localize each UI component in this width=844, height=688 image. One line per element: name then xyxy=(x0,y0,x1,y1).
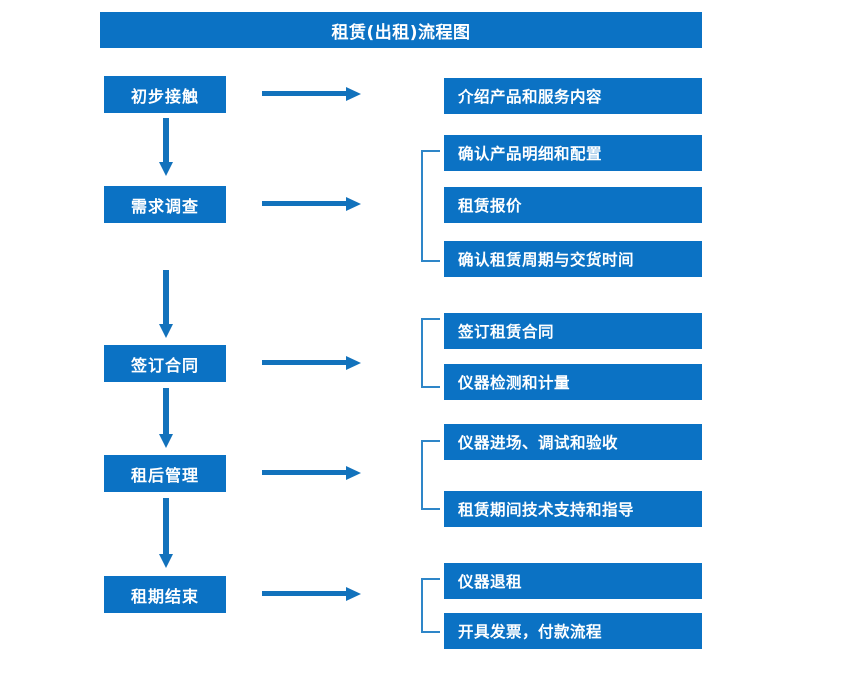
flow-arrow-down-icon-3 xyxy=(157,388,175,450)
flow-arrow-down-icon-1 xyxy=(157,118,175,178)
detail-box-3[interactable]: 租赁报价 xyxy=(444,187,702,223)
stage-box-3[interactable]: 签订合同 xyxy=(104,345,226,382)
group-bracket-2 xyxy=(419,318,441,388)
detail-box-6[interactable]: 仪器检测和计量 xyxy=(444,364,702,400)
stage-box-2[interactable]: 需求调查 xyxy=(104,186,226,223)
flow-arrow-down-icon-2 xyxy=(157,270,175,340)
detail-box-7[interactable]: 仪器进场、调试和验收 xyxy=(444,424,702,460)
stage-box-4[interactable]: 租后管理 xyxy=(104,455,226,492)
group-bracket-1 xyxy=(419,150,441,262)
page-title: 租赁(出租)流程图 xyxy=(100,12,702,48)
detail-box-2[interactable]: 确认产品明细和配置 xyxy=(444,135,702,171)
detail-box-8[interactable]: 租赁期间技术支持和指导 xyxy=(444,491,702,527)
link-arrow-right-icon-2 xyxy=(262,195,362,213)
link-arrow-right-icon-4 xyxy=(262,464,362,482)
flow-arrow-down-icon-4 xyxy=(157,498,175,570)
group-bracket-4 xyxy=(419,578,441,633)
link-arrow-right-icon-3 xyxy=(262,354,362,372)
stage-box-1[interactable]: 初步接触 xyxy=(104,76,226,113)
link-arrow-right-icon-5 xyxy=(262,585,362,603)
detail-box-5[interactable]: 签订租赁合同 xyxy=(444,313,702,349)
detail-box-9[interactable]: 仪器退租 xyxy=(444,563,702,599)
detail-box-1[interactable]: 介绍产品和服务内容 xyxy=(444,78,702,114)
detail-box-4[interactable]: 确认租赁周期与交货时间 xyxy=(444,241,702,277)
link-arrow-right-icon-1 xyxy=(262,85,362,103)
stage-box-5[interactable]: 租期结束 xyxy=(104,576,226,613)
group-bracket-3 xyxy=(419,440,441,510)
detail-box-10[interactable]: 开具发票，付款流程 xyxy=(444,613,702,649)
